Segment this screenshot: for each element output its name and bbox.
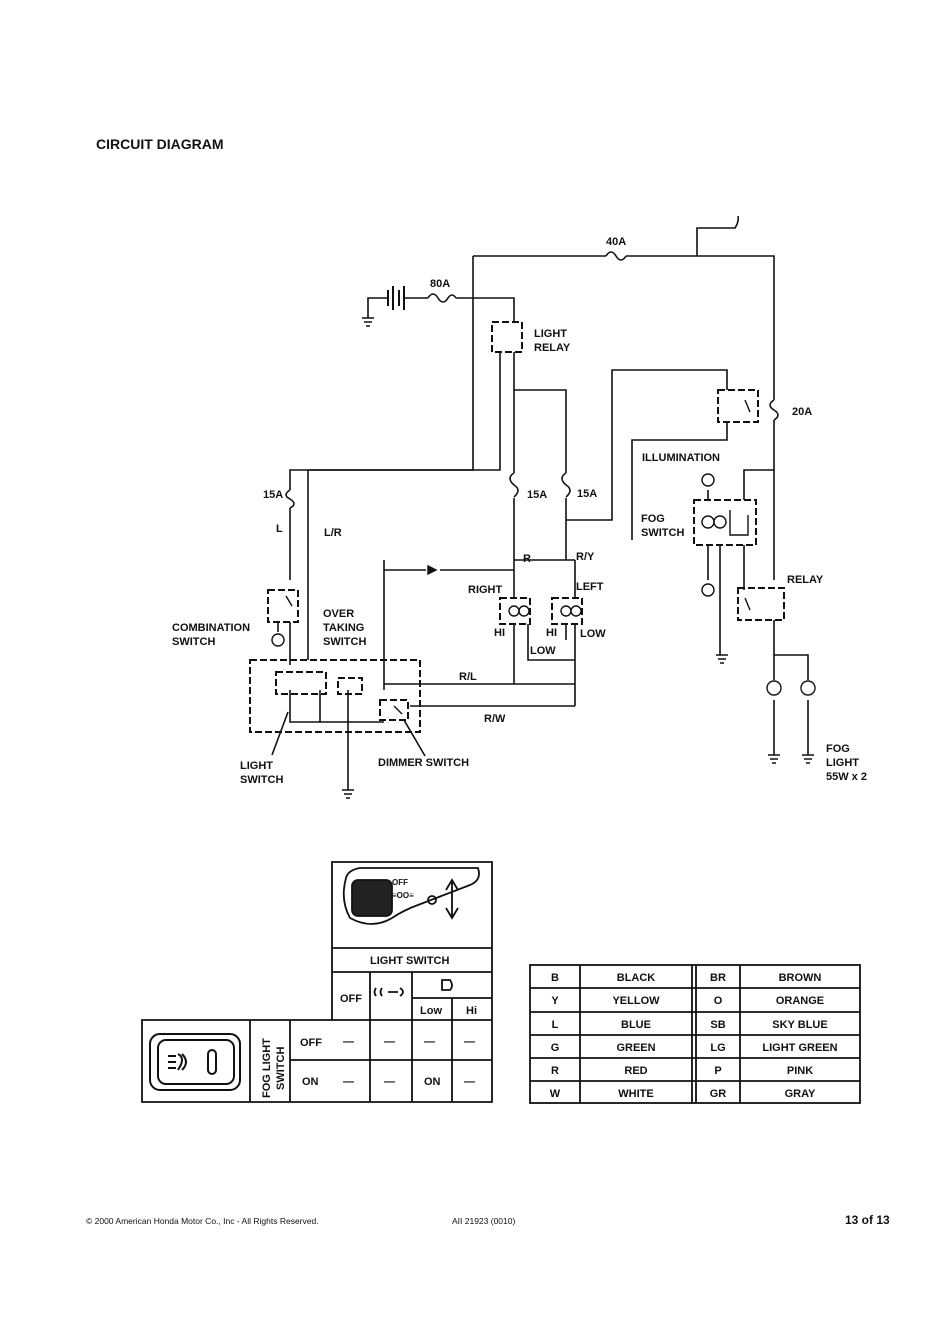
stalk-off-mark: OFF: [392, 878, 408, 887]
footer-copyright: © 2000 American Honda Motor Co., Inc - A…: [86, 1216, 319, 1226]
label-20a: 20A: [792, 406, 812, 418]
color-cell: PINK: [787, 1065, 813, 1077]
label-15a-mid: 15A: [527, 489, 547, 501]
color-cell: B: [551, 972, 559, 984]
label-wire-lr: L/R: [324, 527, 342, 539]
color-cell: SB: [710, 1019, 725, 1031]
color-cell: ORANGE: [776, 995, 824, 1007]
label-light-switch-1: LIGHT: [240, 760, 273, 772]
color-cell: BROWN: [779, 972, 822, 984]
label-over-taking-3: SWITCH: [323, 636, 366, 648]
color-cell: O: [714, 995, 723, 1007]
color-cell: SKY BLUE: [772, 1019, 827, 1031]
color-cell: BLACK: [617, 972, 656, 984]
label-dimmer-switch: DIMMER SWITCH: [378, 757, 469, 769]
color-cell: G: [551, 1042, 560, 1054]
color-cell: GREEN: [616, 1042, 655, 1054]
label-low-left: LOW: [530, 645, 556, 657]
label-fog-light-3: 55W x 2: [826, 771, 867, 783]
color-cell: BR: [710, 972, 726, 984]
label-wire-rl: R/L: [459, 671, 477, 683]
label-over-taking-2: TAKING: [323, 622, 364, 634]
label-light-switch-2: SWITCH: [240, 774, 283, 786]
switch-col-low: Low: [420, 1005, 442, 1017]
footer-page-number: 13 of 13: [845, 1213, 890, 1227]
color-cell: W: [550, 1088, 561, 1100]
label-illumination: ILLUMINATION: [642, 452, 720, 464]
footer-doc-id: AII 21923 (0010): [452, 1216, 516, 1226]
label-wire-r: R: [523, 553, 531, 565]
label-light-relay-1: LIGHT: [534, 328, 567, 340]
label-80a: 80A: [430, 278, 450, 290]
label-15a-right: 15A: [577, 488, 597, 500]
switch-cell-on-3: ON: [424, 1076, 441, 1088]
color-cell: L: [552, 1019, 559, 1031]
label-combination-switch-2: SWITCH: [172, 636, 215, 648]
label-relay: RELAY: [787, 574, 824, 586]
label-hi-left: HI: [546, 627, 557, 639]
label-fog-light-1: FOG: [826, 743, 850, 755]
label-low-right: LOW: [580, 628, 606, 640]
fog-light-switch-label: FOG LIGHT: [261, 1038, 273, 1098]
stalk-parking-mark: ≡OO≡: [392, 891, 414, 900]
color-cell: P: [714, 1065, 721, 1077]
label-15a-left: 15A: [263, 489, 283, 501]
switch-cell-off-1: —: [343, 1036, 354, 1048]
color-cell: WHITE: [618, 1088, 653, 1100]
label-fog-switch-1: FOG: [641, 513, 665, 525]
switch-col-hi: Hi: [466, 1005, 477, 1017]
color-cell: LG: [710, 1042, 725, 1054]
label-left: LEFT: [576, 581, 604, 593]
color-cell: BLUE: [621, 1019, 651, 1031]
switch-cell-off-2: —: [384, 1036, 395, 1048]
label-wire-rw: R/W: [484, 713, 506, 725]
switch-col-off: OFF: [340, 993, 362, 1005]
label-combination-switch-1: COMBINATION: [172, 622, 250, 634]
label-wire-l: L: [276, 523, 283, 535]
switch-cell-on-4: —: [464, 1076, 475, 1088]
label-light-relay-2: RELAY: [534, 342, 571, 354]
color-cell: GR: [710, 1088, 727, 1100]
switch-row-on-label: ON: [302, 1076, 319, 1088]
color-cell: YELLOW: [612, 995, 660, 1007]
label-hi-right: HI: [494, 627, 505, 639]
color-cell: Y: [551, 995, 559, 1007]
color-cell: GRAY: [785, 1088, 816, 1100]
color-cell: LIGHT GREEN: [762, 1042, 837, 1054]
fog-light-switch-label-2: SWITCH: [275, 1047, 287, 1090]
label-40a: 40A: [606, 236, 626, 248]
label-fog-light-2: LIGHT: [826, 757, 859, 769]
switch-cell-off-3: —: [424, 1036, 435, 1048]
switch-cell-on-1: —: [343, 1076, 354, 1088]
label-right: RIGHT: [468, 584, 503, 596]
switch-table-header: LIGHT SWITCH: [370, 955, 449, 967]
label-wire-ry: R/Y: [576, 551, 595, 563]
color-cell: RED: [624, 1065, 647, 1077]
label-fog-switch-2: SWITCH: [641, 527, 684, 539]
switch-row-off-label: OFF: [300, 1037, 322, 1049]
label-over-taking-1: OVER: [323, 608, 354, 620]
page-title: CIRCUIT DIAGRAM: [96, 136, 224, 152]
color-cell: R: [551, 1065, 559, 1077]
switch-cell-on-2: —: [384, 1076, 395, 1088]
switch-cell-off-4: —: [464, 1036, 475, 1048]
